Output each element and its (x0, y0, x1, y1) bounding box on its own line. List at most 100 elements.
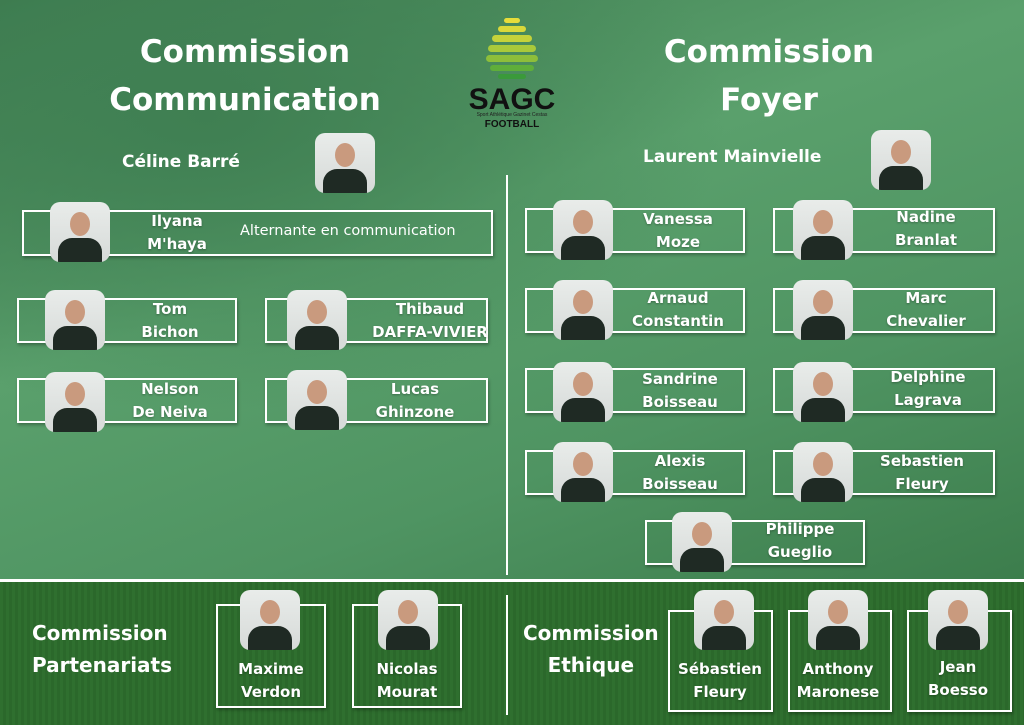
title-line: Foyer (720, 82, 818, 118)
member-photo (928, 590, 988, 650)
member-photo (378, 590, 438, 650)
member-last-name: Chevalier (886, 312, 966, 330)
member-first-name: Sandrine (642, 370, 718, 388)
member-last-name: Fleury (693, 683, 747, 701)
title-line: Ethique (547, 653, 635, 677)
title-line: Commission (139, 34, 351, 70)
svg-text:FOOTBALL: FOOTBALL (485, 119, 539, 130)
title-line: Commission (32, 621, 168, 645)
member-last-name: De Neiva (132, 403, 208, 421)
member-photo (672, 512, 732, 572)
member-first-name: Philippe (765, 520, 835, 538)
member-first-name: Alexis (654, 452, 706, 470)
member-first-name: Maxime (238, 660, 304, 678)
member-card (265, 298, 488, 343)
member-first-name: Anthony (802, 660, 874, 678)
member-card (525, 288, 745, 333)
logo-tree-icon: SAGC Sport Athlétique Gazinet Cestas FOO… (469, 18, 556, 130)
member-first-name: Jean (939, 658, 977, 676)
member-photo (553, 280, 613, 340)
member-last-name: Boesso (927, 681, 989, 699)
member-first-name: Sébastien (678, 660, 762, 678)
commission-partenariats-title: Commission Partenariats (32, 617, 172, 681)
member-last-name: Boisseau (642, 393, 718, 411)
member-first-name: Thibaud (395, 300, 465, 318)
commission-communication-title: Commission Communication (75, 28, 415, 124)
member-last-name: Bichon (141, 323, 199, 341)
member-card (645, 520, 865, 565)
member-last-name: Verdon (240, 683, 302, 701)
member-last-name: Maronese (796, 683, 880, 701)
member-first-name: Ilyana (151, 212, 203, 230)
lead-photo (315, 133, 375, 193)
member-card (525, 450, 745, 495)
member-card (525, 368, 745, 413)
background-photo (0, 0, 1024, 580)
member-last-name: Mourat (376, 683, 438, 701)
member-photo (808, 590, 868, 650)
member-photo (793, 442, 853, 502)
member-name: Nelson De Neiva (90, 378, 250, 424)
svg-text:Sport Athlétique Gazinet Cesta: Sport Athlétique Gazinet Cestas (477, 112, 548, 118)
member-first-name: Delphine (890, 368, 966, 386)
communication-lead-name: Céline Barré (122, 152, 240, 172)
member-last-name: Branlat (894, 231, 958, 249)
svg-text:SAGC: SAGC (469, 83, 556, 116)
member-last-name: Lagrava (894, 391, 962, 409)
member-first-name: Lucas (390, 380, 440, 398)
member-card (265, 378, 488, 423)
title-line: Commission (663, 34, 875, 70)
member-card (17, 298, 237, 343)
member-photo (287, 370, 347, 430)
member-photo (50, 202, 110, 262)
member-photo (793, 362, 853, 422)
member-card (17, 378, 237, 423)
member-last-name: DAFFA-VIVIER (372, 323, 488, 341)
member-first-name: Arnaud (647, 289, 709, 307)
member-first-name: Nelson (141, 380, 199, 398)
member-first-name: Vanessa (643, 210, 713, 228)
member-card (773, 368, 995, 413)
member-last-name: Fleury (895, 475, 949, 493)
member-last-name: M'haya (147, 235, 207, 253)
commission-foyer-title: Commission Foyer (599, 28, 939, 124)
member-photo (45, 290, 105, 350)
member-card (525, 208, 745, 253)
section-divider (0, 579, 1024, 582)
member-role: Alternante en communication (240, 223, 456, 239)
member-photo (793, 280, 853, 340)
title-line: Partenariats (32, 653, 173, 677)
member-card (773, 288, 995, 333)
member-first-name: Nadine (896, 208, 956, 226)
member-card (773, 208, 995, 253)
lead-photo (871, 130, 931, 190)
member-photo (694, 590, 754, 650)
column-divider (506, 175, 508, 575)
member-last-name: Boisseau (642, 475, 718, 493)
member-photo (553, 362, 613, 422)
member-first-name: Tom (152, 300, 188, 318)
bottom-divider (506, 595, 508, 715)
member-last-name: Gueglio (767, 543, 833, 561)
member-card (773, 450, 995, 495)
member-photo (553, 200, 613, 260)
sagc-logo: SAGC Sport Athlétique Gazinet Cestas FOO… (462, 15, 562, 130)
title-line: Commission (523, 621, 659, 645)
foyer-lead-name: Laurent Mainvielle (643, 147, 822, 167)
member-last-name: Ghinzone (375, 403, 455, 421)
member-photo (240, 590, 300, 650)
